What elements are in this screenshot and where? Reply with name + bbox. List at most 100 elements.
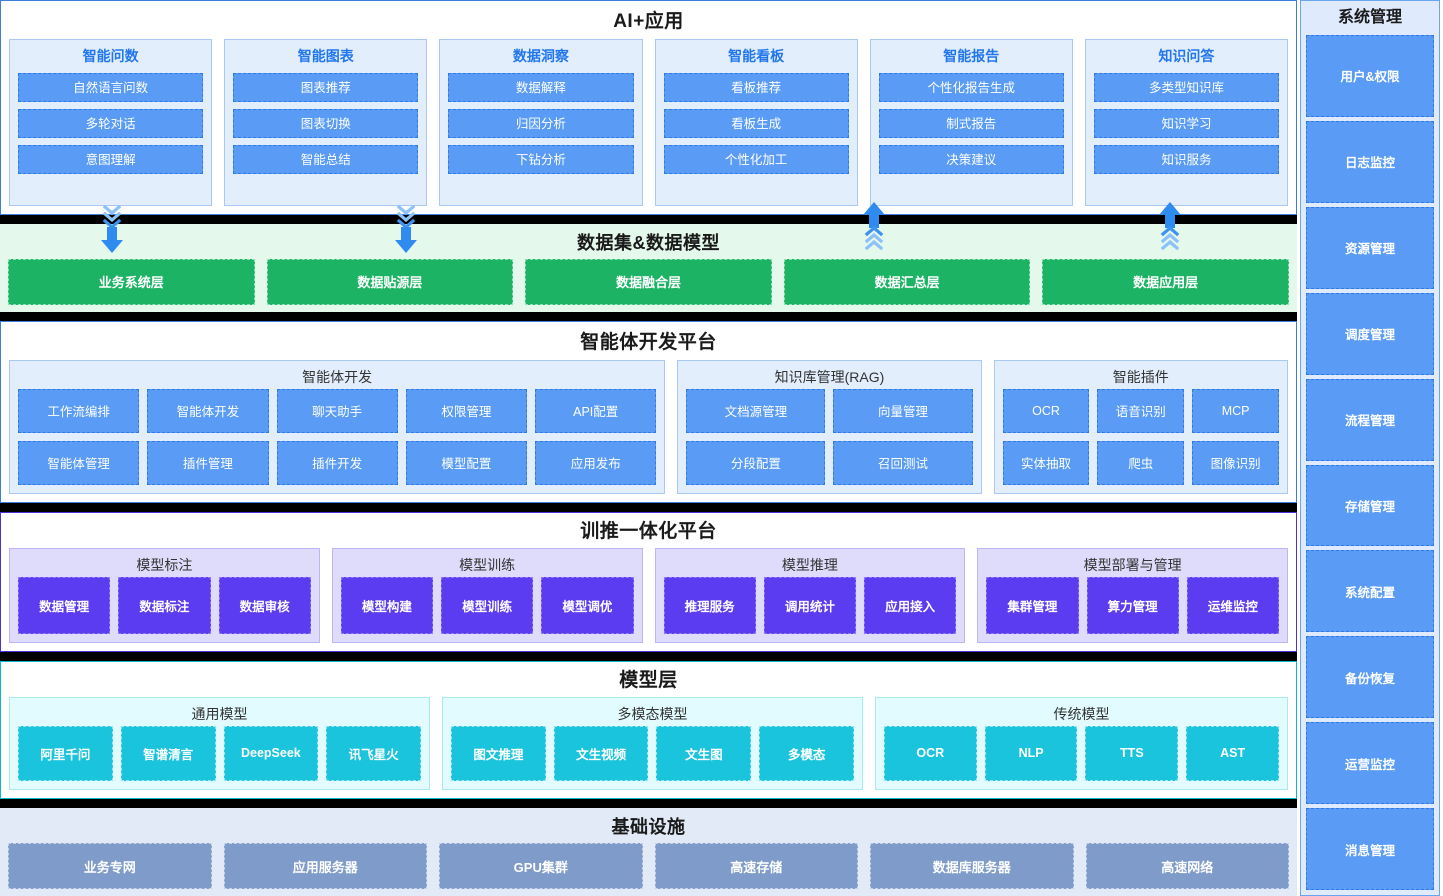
app-feature-chip[interactable]: 决策建议 bbox=[878, 145, 1064, 174]
sidebar-item-operation-monitoring[interactable]: 运营监控 bbox=[1306, 722, 1434, 805]
train-feature-cell[interactable]: 推理服务 bbox=[663, 576, 756, 634]
app-card-data-insight[interactable]: 数据洞察 数据解释 归因分析 下钻分析 bbox=[439, 39, 643, 206]
infra-chip[interactable]: 业务专网 bbox=[8, 843, 212, 890]
train-feature-cell[interactable]: 模型构建 bbox=[340, 576, 433, 634]
infra-chip[interactable]: 高速存储 bbox=[654, 843, 858, 890]
sidebar-item-log-monitoring[interactable]: 日志监控 bbox=[1306, 120, 1434, 203]
app-card-title: 智能问数 bbox=[82, 48, 139, 64]
app-card-intelligent-query[interactable]: 智能问数 自然语言问数 多轮对话 意图理解 bbox=[9, 39, 213, 206]
layer-separator bbox=[0, 651, 1297, 661]
agent-feature-cell[interactable]: 智能体管理 bbox=[18, 440, 140, 485]
infra-chip[interactable]: GPU集群 bbox=[439, 843, 643, 890]
app-card-intelligent-chart[interactable]: 智能图表 图表推荐 图表切换 智能总结 bbox=[224, 39, 428, 206]
app-feature-chip[interactable]: 智能总结 bbox=[233, 145, 419, 174]
model-cell[interactable]: 文生图 bbox=[656, 725, 752, 782]
infra-chip[interactable]: 应用服务器 bbox=[223, 843, 427, 890]
app-feature-chip[interactable]: 多轮对话 bbox=[18, 109, 204, 138]
sidebar-item-process-management[interactable]: 流程管理 bbox=[1306, 378, 1434, 461]
model-cell[interactable]: 智谱清言 bbox=[120, 725, 216, 782]
sidebar-title: 系统管理 bbox=[1337, 9, 1402, 26]
model-cell[interactable]: TTS bbox=[1085, 725, 1179, 782]
app-card-knowledge-qa[interactable]: 知识问答 多类型知识库 知识学习 知识服务 bbox=[1084, 39, 1289, 206]
data-layer-chip[interactable]: 业务系统层 bbox=[8, 258, 255, 305]
train-feature-cell[interactable]: 数据标注 bbox=[118, 576, 211, 634]
agent-feature-cell[interactable]: 插件开发 bbox=[276, 440, 398, 485]
app-feature-chip[interactable]: 图表推荐 bbox=[233, 73, 419, 102]
train-infer-group-row: 模型标注 数据管理 数据标注 数据审核 模型训练 模型构建 模型训练 模型调优 bbox=[9, 547, 1288, 643]
data-layer-chip[interactable]: 数据汇总层 bbox=[783, 258, 1031, 305]
app-feature-chip[interactable]: 知识学习 bbox=[1093, 109, 1280, 138]
plugin-feature-cell[interactable]: 爬虫 bbox=[1097, 440, 1185, 485]
app-feature-chip[interactable]: 自然语言问数 bbox=[18, 73, 204, 102]
group-model-inference: 模型推理 推理服务 调用统计 应用接入 bbox=[654, 547, 966, 643]
app-feature-chip[interactable]: 知识服务 bbox=[1093, 145, 1280, 174]
rag-feature-cell[interactable]: 文档源管理 bbox=[686, 388, 826, 433]
app-feature-chip[interactable]: 归因分析 bbox=[448, 109, 634, 138]
app-feature-chip[interactable]: 图表切换 bbox=[233, 109, 419, 138]
agent-feature-cell[interactable]: 权限管理 bbox=[405, 388, 528, 433]
train-feature-cell[interactable]: 模型训练 bbox=[441, 576, 534, 634]
data-layer-chip[interactable]: 数据应用层 bbox=[1042, 258, 1289, 305]
data-layer-chip[interactable]: 数据贴源层 bbox=[266, 258, 514, 305]
train-feature-cell[interactable]: 算力管理 bbox=[1086, 576, 1179, 634]
model-cell[interactable]: OCR bbox=[883, 725, 977, 782]
plugin-feature-cell[interactable]: OCR bbox=[1002, 388, 1090, 433]
train-feature-cell[interactable]: 数据审核 bbox=[218, 576, 311, 634]
train-feature-cell[interactable]: 应用接入 bbox=[864, 576, 957, 634]
plugin-feature-cell[interactable]: MCP bbox=[1192, 388, 1279, 433]
model-cell[interactable]: AST bbox=[1186, 725, 1279, 782]
train-feature-cell[interactable]: 数据管理 bbox=[18, 576, 111, 634]
sidebar-item-storage-management[interactable]: 存储管理 bbox=[1306, 464, 1434, 547]
sidebar-item-backup-recovery[interactable]: 备份恢复 bbox=[1306, 636, 1434, 719]
sidebar-item-schedule-management[interactable]: 调度管理 bbox=[1306, 292, 1434, 375]
sidebar-item-system-config[interactable]: 系统配置 bbox=[1306, 550, 1434, 633]
layer-title-model: 模型层 bbox=[619, 669, 678, 691]
rag-feature-cell[interactable]: 分段配置 bbox=[686, 440, 826, 485]
rag-feature-cell[interactable]: 召回测试 bbox=[833, 440, 973, 485]
infra-chip[interactable]: 数据库服务器 bbox=[870, 843, 1074, 890]
app-feature-chip[interactable]: 多类型知识库 bbox=[1093, 73, 1280, 102]
agent-platform-group-row: 智能体开发 工作流编排 智能体开发 聊天助手 权限管理 API配置 智能体管理 bbox=[9, 359, 1288, 494]
layer-model: 模型层 通用模型 阿里千问 智谱清言 DeepSeek 讯飞星火 多模态模型 bbox=[0, 660, 1297, 800]
group-title: 传统模型 bbox=[1053, 705, 1110, 722]
app-feature-chip[interactable]: 意图理解 bbox=[18, 145, 204, 174]
sidebar-item-message-management[interactable]: 消息管理 bbox=[1306, 808, 1434, 891]
agent-feature-cell[interactable]: 工作流编排 bbox=[18, 388, 140, 433]
train-feature-cell[interactable]: 调用统计 bbox=[763, 576, 856, 634]
agent-feature-cell[interactable]: 插件管理 bbox=[147, 440, 269, 485]
app-card-intelligent-dashboard[interactable]: 智能看板 看板推荐 看板生成 个性化加工 bbox=[654, 39, 858, 206]
plugin-feature-cell[interactable]: 图像识别 bbox=[1192, 440, 1279, 485]
agent-feature-cell[interactable]: 应用发布 bbox=[535, 440, 657, 485]
train-feature-cell[interactable]: 运维监控 bbox=[1186, 576, 1279, 634]
agent-feature-cell[interactable]: 聊天助手 bbox=[276, 388, 398, 433]
sidebar-item-user-permission[interactable]: 用户&权限 bbox=[1306, 35, 1434, 117]
app-feature-chip[interactable]: 下钻分析 bbox=[448, 145, 634, 174]
infra-chip[interactable]: 高速网络 bbox=[1085, 843, 1289, 890]
app-feature-chip[interactable]: 看板生成 bbox=[663, 109, 849, 138]
app-feature-chip[interactable]: 数据解释 bbox=[448, 73, 634, 102]
plugin-feature-cell[interactable]: 语音识别 bbox=[1097, 388, 1185, 433]
model-cell[interactable]: 文生视频 bbox=[553, 725, 649, 782]
model-cell[interactable]: 多模态 bbox=[759, 725, 854, 782]
data-layer-chip[interactable]: 数据融合层 bbox=[525, 258, 772, 305]
group-title: 模型训练 bbox=[459, 556, 516, 573]
rag-feature-cell[interactable]: 向量管理 bbox=[833, 388, 973, 433]
plugin-feature-cell[interactable]: 实体抽取 bbox=[1002, 440, 1090, 485]
app-feature-chip[interactable]: 制式报告 bbox=[878, 109, 1064, 138]
app-feature-chip[interactable]: 个性化加工 bbox=[663, 145, 849, 174]
model-cell[interactable]: 阿里千问 bbox=[18, 725, 113, 782]
agent-feature-cell[interactable]: 智能体开发 bbox=[147, 388, 269, 433]
agent-feature-cell[interactable]: API配置 bbox=[535, 388, 657, 433]
train-feature-cell[interactable]: 模型调优 bbox=[541, 576, 634, 634]
train-feature-cell[interactable]: 集群管理 bbox=[986, 576, 1079, 634]
agent-feature-cell[interactable]: 模型配置 bbox=[405, 440, 528, 485]
model-cell[interactable]: NLP bbox=[984, 725, 1078, 782]
layer-train-infer-platform: 训推一体化平台 模型标注 数据管理 数据标注 数据审核 模型训练 模型构建 bbox=[0, 511, 1297, 652]
app-feature-chip[interactable]: 看板推荐 bbox=[663, 73, 849, 102]
model-cell[interactable]: DeepSeek bbox=[223, 725, 319, 782]
model-cell[interactable]: 讯飞星火 bbox=[326, 725, 421, 782]
app-card-intelligent-report[interactable]: 智能报告 个性化报告生成 制式报告 决策建议 bbox=[869, 39, 1073, 206]
model-cell[interactable]: 图文推理 bbox=[450, 725, 546, 782]
app-feature-chip[interactable]: 个性化报告生成 bbox=[878, 73, 1064, 102]
sidebar-item-resource-management[interactable]: 资源管理 bbox=[1306, 206, 1434, 289]
